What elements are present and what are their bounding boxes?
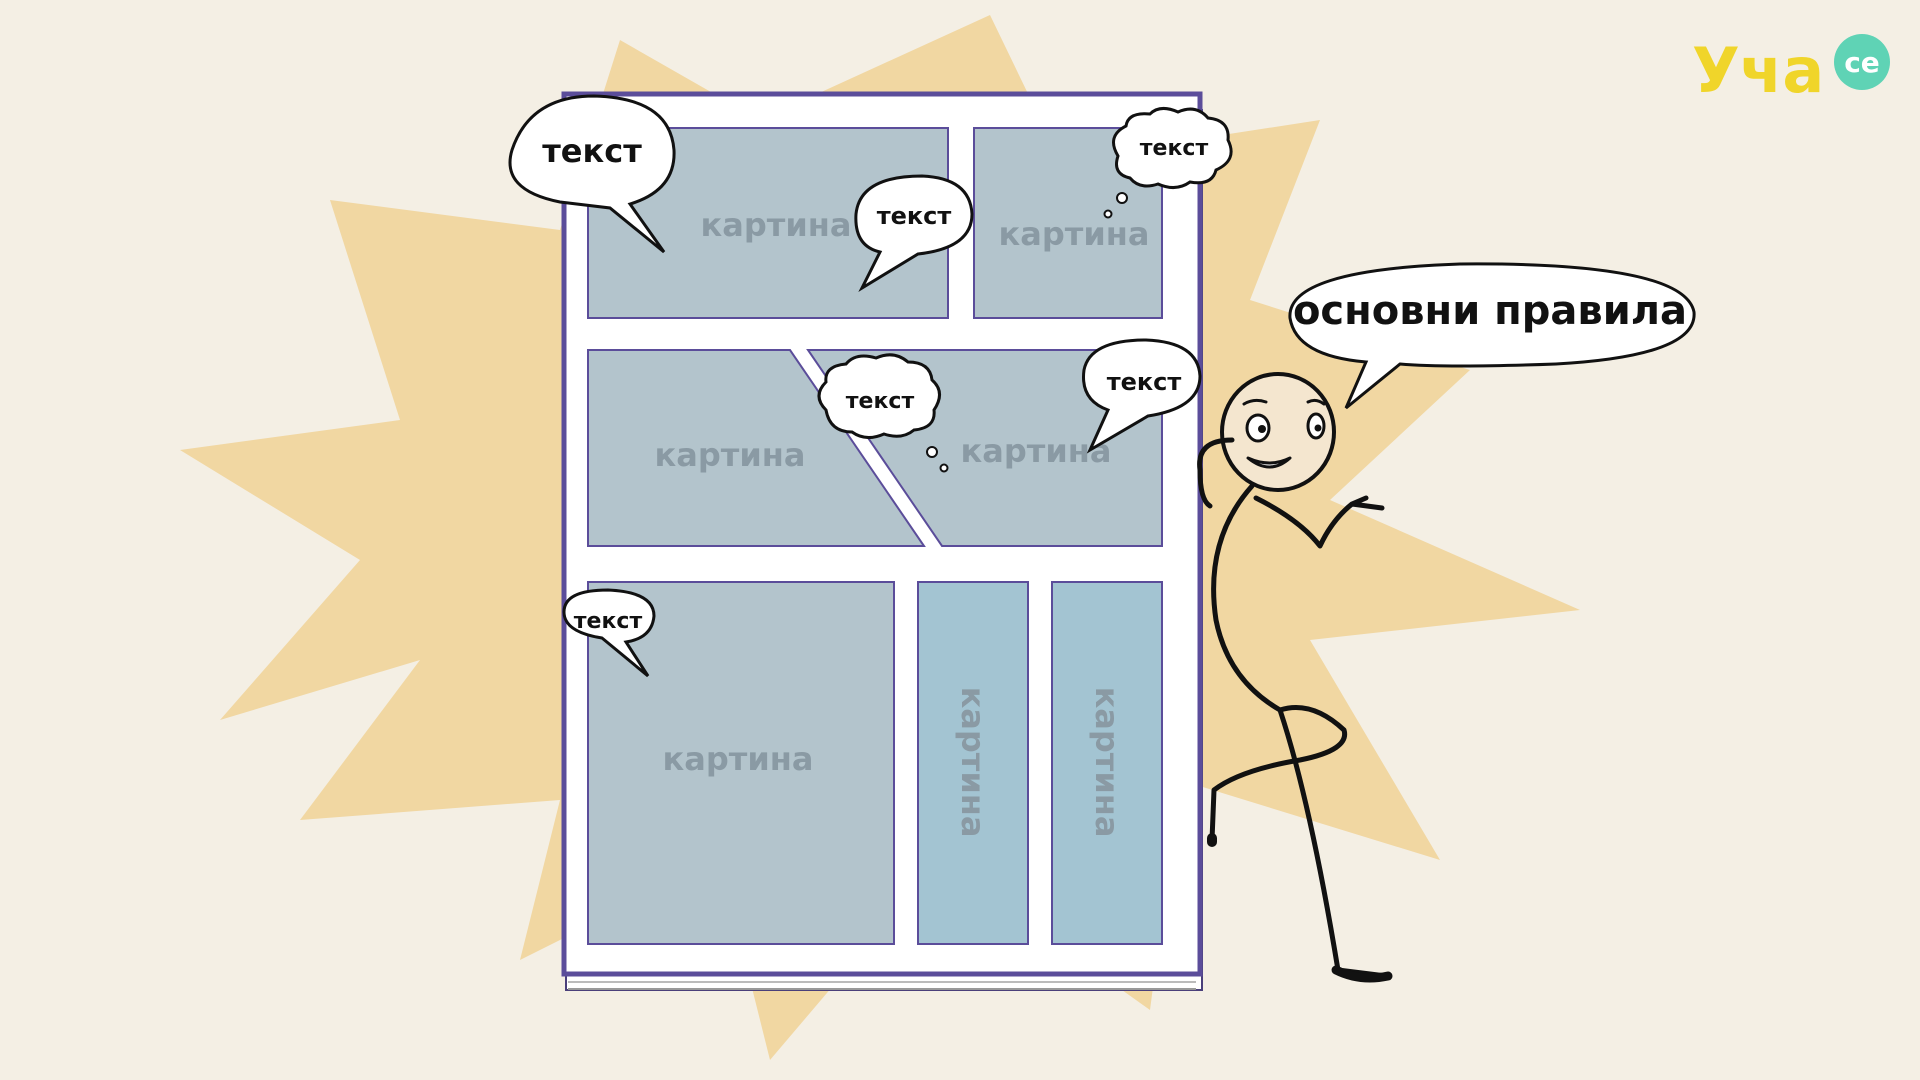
- speech-bubble-3: текст: [1082, 338, 1202, 454]
- panel-3: [587, 349, 926, 547]
- thought-bubble-1: текст: [1103, 107, 1233, 219]
- bubble-2-text: текст: [877, 202, 952, 230]
- bubble-1-text: текст: [542, 132, 642, 170]
- character-speech-bubble: основни правила: [1288, 262, 1696, 410]
- panel-5: [587, 581, 895, 945]
- bubble-5-text: текст: [1107, 368, 1182, 396]
- logo-text: Уча: [1692, 34, 1824, 107]
- panel-7-label: картина: [1088, 687, 1126, 838]
- bubble-3-text: текст: [1140, 136, 1209, 161]
- comic-page: картина картина картина картина картина …: [508, 91, 1233, 991]
- panel-2-label: картина: [999, 215, 1150, 253]
- panel-6-label: картина: [954, 687, 992, 838]
- speech-bubble-2: текст: [854, 174, 974, 292]
- speech-bubble-4: текст: [562, 588, 656, 678]
- bubble-6-text: текст: [574, 609, 643, 634]
- bubble-4-text: текст: [846, 389, 915, 414]
- panel-4-label: картина: [961, 432, 1112, 470]
- character-speech-text: основни правила: [1293, 288, 1687, 334]
- panel-6: [917, 581, 1029, 945]
- logo-badge: [1834, 34, 1890, 90]
- panel-3-label: картина: [655, 436, 806, 474]
- panel-7: [1051, 581, 1163, 945]
- ucha-se-logo: Уча се: [1692, 34, 1890, 107]
- thought-bubble-2: текст: [817, 353, 949, 473]
- speech-bubble-1: текст: [508, 94, 676, 254]
- stick-figure-character: [1197, 372, 1393, 983]
- panel-5-label: картина: [663, 740, 814, 778]
- panel-1-label: картина: [701, 206, 852, 244]
- logo-badge-text: се: [1844, 46, 1880, 79]
